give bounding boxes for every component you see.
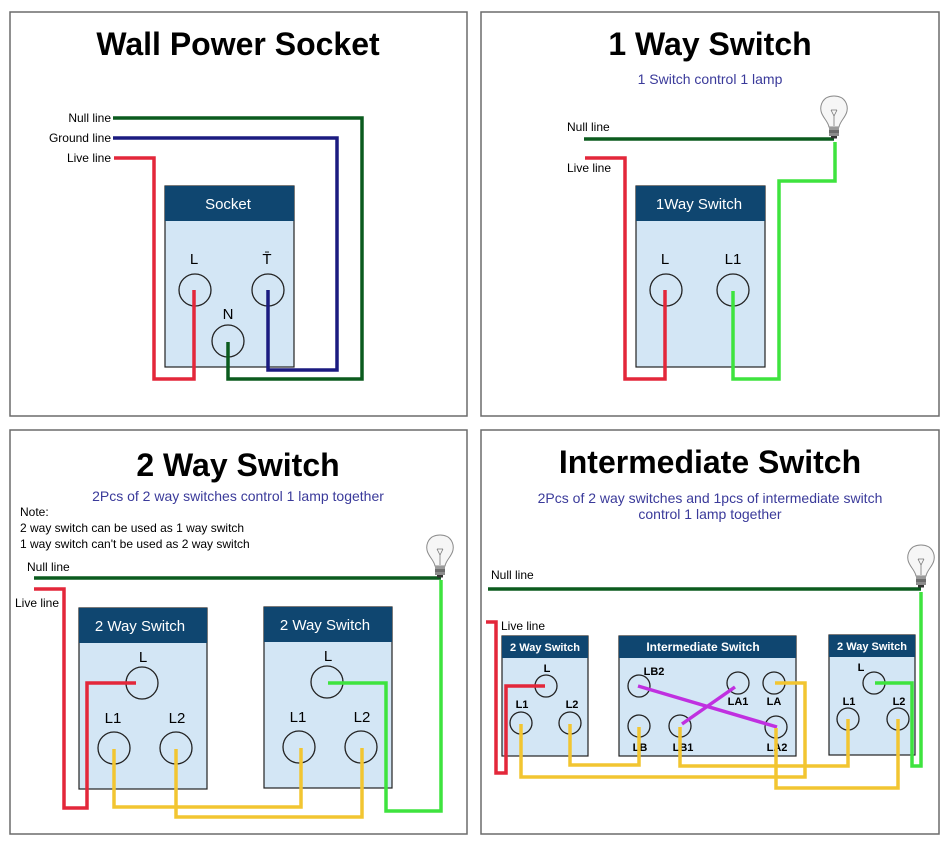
traveler-wire-l1-la	[519, 681, 807, 779]
terminal-label-l1: L1	[843, 696, 856, 708]
lamp-wire	[328, 580, 443, 813]
note-line: 2 way switch can be used as 1 way switch	[20, 521, 244, 535]
terminal-label-l1: L1	[105, 710, 122, 727]
live-wire	[486, 620, 545, 775]
ground-wire	[113, 136, 339, 372]
traveler-wire-l2	[174, 748, 364, 819]
terminal-label-l1: L1	[516, 699, 529, 711]
panel-subtitle: 2Pcs of 2 way switches control 1 lamp to…	[92, 488, 384, 504]
null-line-label: Null line	[27, 560, 70, 574]
null-line-label: Null line	[68, 111, 111, 125]
switch-title: 2 Way Switch	[95, 618, 185, 635]
intermediate-switch-box: Intermediate Switch LB2 LA1 LA LB LB1 LA…	[618, 635, 797, 757]
terminal-label-l1: L1	[725, 251, 742, 268]
panel-title: Intermediate Switch	[559, 444, 861, 480]
switch-header	[79, 608, 207, 643]
traveler-wire-lb1-l1	[678, 719, 850, 768]
terminal-l1	[282, 730, 316, 764]
switch-header	[264, 607, 392, 642]
terminal-label-l2: L2	[893, 696, 906, 708]
traveler-wire-la2-l2	[774, 719, 900, 790]
live-wire	[114, 156, 196, 381]
note-line: 1 way switch can't be used as 2 way swit…	[20, 537, 250, 551]
switch-header	[502, 636, 588, 658]
socket-box: Socket L T̄ N	[164, 185, 295, 368]
terminal-label-lb1: LB1	[673, 742, 694, 754]
terminal-label-la1: LA1	[728, 696, 749, 708]
terminal-label-l: L	[190, 251, 198, 268]
note-heading: Note:	[20, 505, 49, 519]
null-line-label: Null line	[567, 120, 610, 134]
terminal-label-l: L	[661, 251, 669, 268]
terminal-lb2	[627, 674, 651, 698]
terminal-label-la: LA	[767, 696, 782, 708]
panel-title: 2 Way Switch	[136, 447, 339, 483]
terminal-label-l2: L2	[566, 699, 579, 711]
panel-subtitle: 1 Switch control 1 lamp	[638, 71, 783, 87]
live-line-label: Live line	[15, 596, 59, 610]
terminal-label-l: L	[139, 649, 147, 666]
terminal-label-n: N	[223, 306, 234, 323]
switch-box-right: 2 Way Switch L L1 L2	[828, 634, 916, 756]
lamp-wire	[875, 592, 923, 768]
live-line-label: Live line	[67, 151, 111, 165]
panel-subtitle: control 1 lamp together	[638, 506, 782, 522]
terminal-label-lb2: LB2	[644, 666, 665, 678]
terminal-label-l: L	[324, 648, 332, 665]
panel-two-way-switch: 2 Way Switch 2Pcs of 2 way switches cont…	[9, 429, 468, 835]
ground-line-label: Ground line	[49, 131, 111, 145]
switch-box: 1Way Switch L L1	[635, 185, 766, 368]
terminal-label-l1: L1	[290, 709, 307, 726]
terminal-label-l: L	[858, 662, 865, 674]
terminal-label-earth: T̄	[262, 251, 271, 268]
terminal-label-l: L	[544, 663, 551, 675]
switch-header	[829, 635, 915, 657]
panel-wall-power-socket: Wall Power Socket Null line Ground line …	[9, 11, 468, 417]
lamp-wire	[731, 142, 837, 381]
switch-title: 2 Way Switch	[837, 641, 907, 653]
switch-box-left: 2 Way Switch L L1 L2	[78, 607, 208, 790]
switch-title: 1Way Switch	[656, 196, 742, 213]
terminal-label-l2: L2	[354, 709, 371, 726]
terminal-label-l2: L2	[169, 710, 186, 727]
terminal-la1	[726, 671, 750, 695]
panel-one-way-switch: 1 Way Switch 1 Switch control 1 lamp Nul…	[480, 11, 940, 417]
live-wire	[34, 587, 136, 810]
switch-header	[636, 186, 765, 221]
traveler-wire-l1	[112, 748, 303, 809]
panel-title: Wall Power Socket	[96, 26, 380, 62]
panel-subtitle: 2Pcs of 2 way switches and 1pcs of inter…	[538, 490, 883, 506]
null-wire	[113, 116, 364, 381]
switch-title: 2 Way Switch	[280, 617, 370, 634]
live-line-label: Live line	[567, 161, 611, 175]
crossover-wire-lb1-la1	[680, 685, 737, 726]
live-line-label: Live line	[501, 619, 545, 633]
switch-header	[619, 636, 796, 658]
panel-intermediate-switch: Intermediate Switch 2Pcs of 2 way switch…	[480, 429, 940, 835]
panel-title: 1 Way Switch	[608, 26, 811, 62]
switch-box-left: 2 Way Switch L L1 L2	[501, 635, 589, 757]
switch-box-right: 2 Way Switch L L1 L2	[263, 606, 393, 789]
socket-title: Socket	[205, 196, 252, 213]
switch-title: 2 Way Switch	[510, 642, 580, 654]
switch-title: Intermediate Switch	[646, 640, 759, 654]
socket-header	[165, 186, 294, 221]
null-line-label: Null line	[491, 568, 534, 582]
traveler-wire-l2-lb	[568, 724, 641, 767]
live-wire	[585, 156, 667, 381]
